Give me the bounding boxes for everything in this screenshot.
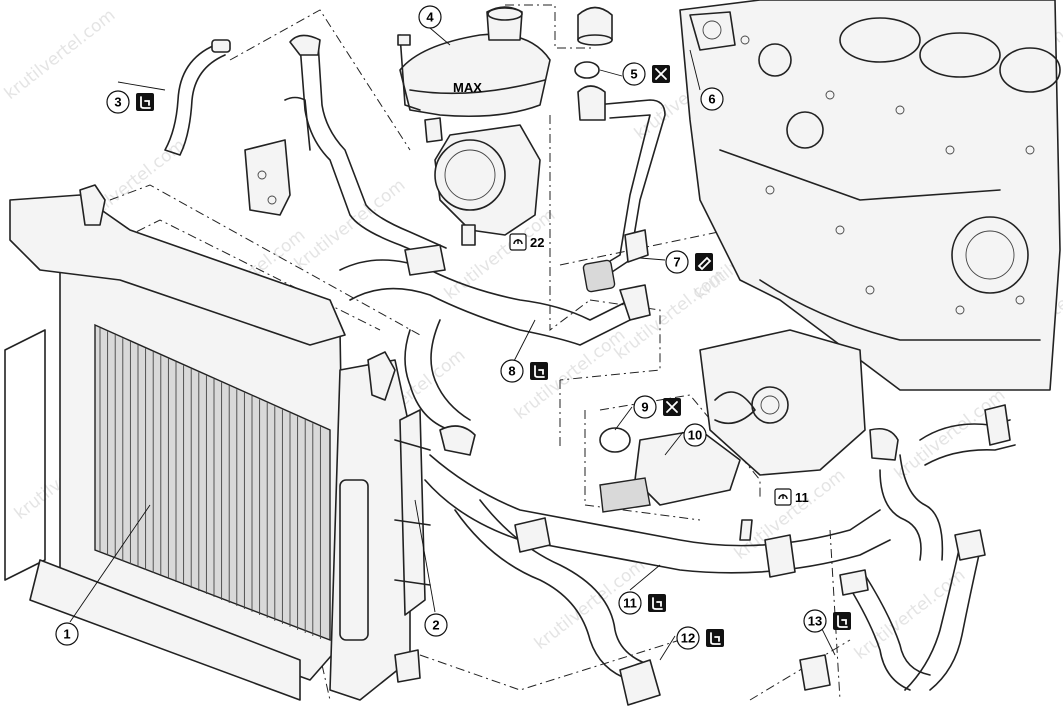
callout-number: 1 bbox=[63, 627, 70, 642]
callout-number: 5 bbox=[630, 67, 637, 82]
hose-clamp-icon bbox=[833, 612, 851, 630]
callout-circle bbox=[683, 423, 707, 447]
callout-circle bbox=[55, 622, 79, 646]
callout-3: 3 bbox=[106, 90, 154, 114]
callout-circle bbox=[700, 87, 724, 111]
torque-value: 22 bbox=[530, 235, 544, 250]
oil-cooler-housing bbox=[434, 124, 541, 246]
bypass-hose bbox=[799, 529, 986, 691]
radiator bbox=[4, 184, 421, 701]
watermark: krutilvertel.com bbox=[1, 5, 120, 104]
callout-12: 12 bbox=[676, 626, 724, 650]
callout-circle bbox=[500, 359, 524, 383]
callout-number: 6 bbox=[708, 92, 715, 107]
lower-heater-hose bbox=[424, 404, 1016, 578]
callout-5: 5 bbox=[622, 62, 670, 86]
torque-mark: 11 bbox=[774, 488, 809, 506]
callout-circle bbox=[665, 250, 689, 274]
hose-clamp-icon bbox=[530, 362, 548, 380]
tank-max-marking: MAX bbox=[453, 80, 482, 95]
leader-lines bbox=[69, 27, 836, 661]
upper-radiator-hose bbox=[339, 244, 651, 456]
callout-number: 4 bbox=[426, 10, 434, 25]
hose-clamp-icon bbox=[706, 629, 724, 647]
callout-2: 2 bbox=[424, 613, 448, 637]
callout-number: 12 bbox=[681, 631, 695, 646]
replace-cross-icon bbox=[652, 65, 670, 83]
callout-circle bbox=[676, 626, 700, 650]
callout-9: 9 bbox=[633, 395, 681, 419]
callout-circle bbox=[418, 5, 442, 29]
engine-block bbox=[679, 0, 1061, 391]
callout-6: 6 bbox=[700, 87, 724, 111]
expansion-tank-cap bbox=[574, 6, 613, 79]
hose-clamp-icon bbox=[648, 594, 666, 612]
callout-circle bbox=[618, 591, 642, 615]
coolant-outlet-pipe bbox=[577, 85, 666, 293]
upper-bleed-hose bbox=[164, 39, 231, 156]
torque-mark: 22 bbox=[509, 233, 544, 251]
callout-1: 1 bbox=[55, 622, 79, 646]
hose-clamp-icon bbox=[136, 93, 154, 111]
callout-circle bbox=[803, 609, 827, 633]
callout-10: 10 bbox=[683, 423, 707, 447]
expansion-tank: MAX bbox=[397, 6, 551, 143]
thermostat-housing bbox=[599, 329, 866, 541]
callout-7: 7 bbox=[665, 250, 713, 274]
sealant-icon bbox=[695, 253, 713, 271]
watermark: krutilvertel.com bbox=[291, 175, 410, 274]
callout-number: 8 bbox=[508, 364, 515, 379]
callout-11: 11 bbox=[618, 591, 666, 615]
callout-number: 10 bbox=[688, 428, 702, 443]
callout-circle bbox=[633, 395, 657, 419]
callout-circle bbox=[106, 90, 130, 114]
callout-number: 3 bbox=[114, 95, 121, 110]
callout-number: 2 bbox=[432, 618, 439, 633]
callout-circle bbox=[424, 613, 448, 637]
callout-number: 7 bbox=[673, 255, 680, 270]
torque-value: 11 bbox=[795, 490, 809, 505]
lower-radiator-hose bbox=[454, 499, 661, 706]
callout-number: 11 bbox=[623, 596, 637, 611]
callout-13: 13 bbox=[803, 609, 851, 633]
replace-cross-icon bbox=[663, 398, 681, 416]
callout-8: 8 bbox=[500, 359, 548, 383]
callout-number: 9 bbox=[641, 400, 648, 415]
callout-circle bbox=[622, 62, 646, 86]
metal-coolant-pipe bbox=[244, 34, 447, 263]
callout-4: 4 bbox=[418, 5, 442, 29]
callout-number: 13 bbox=[808, 614, 822, 629]
fan-shroud-bracket bbox=[394, 409, 431, 616]
